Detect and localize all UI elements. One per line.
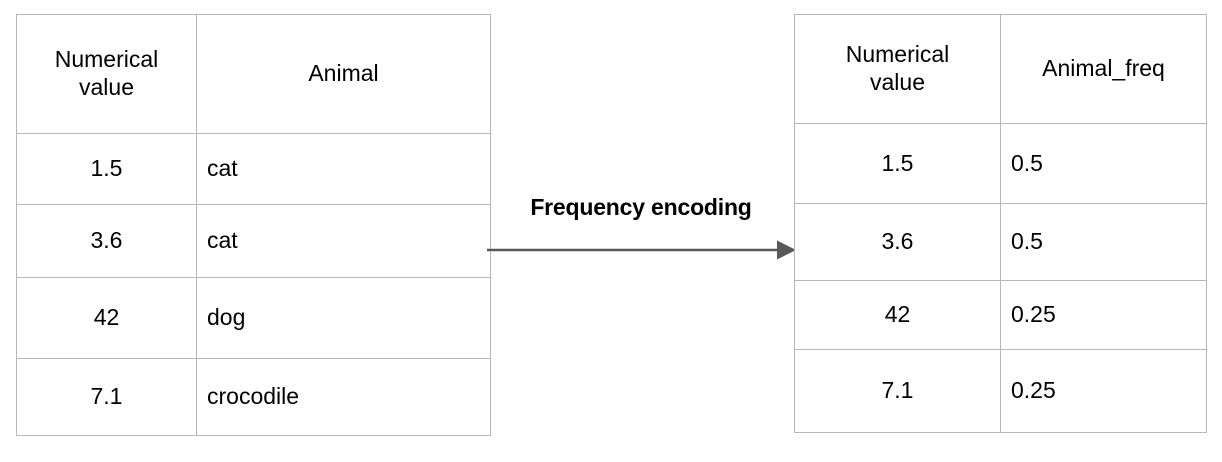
column-header-animal: Animal xyxy=(196,14,491,134)
column-header-animal-freq: Animal_freq xyxy=(1000,14,1207,124)
cell-animal-freq: 0.25 xyxy=(1000,349,1207,433)
cell-animal: dog xyxy=(196,277,491,359)
cell-numerical-value: 42 xyxy=(16,277,197,359)
encoded-table: Numerical value Animal_freq 1.5 0.5 3.6 … xyxy=(794,14,1207,433)
cell-animal: crocodile xyxy=(196,358,491,436)
cell-numerical-value: 3.6 xyxy=(16,204,197,278)
table-row: 1.5 0.5 xyxy=(794,123,1207,204)
cell-numerical-value: 3.6 xyxy=(794,203,1001,281)
cell-numerical-value: 7.1 xyxy=(794,349,1001,433)
column-header-numerical-value: Numerical value xyxy=(794,14,1001,124)
column-header-numerical-value: Numerical value xyxy=(16,14,197,134)
table-row: 3.6 cat xyxy=(16,204,491,278)
table-header-row: Numerical value Animal xyxy=(16,14,491,134)
right-arrow-icon xyxy=(487,240,796,260)
table-header-row: Numerical value Animal_freq xyxy=(794,14,1207,124)
cell-animal-freq: 0.5 xyxy=(1000,203,1207,281)
table-row: 3.6 0.5 xyxy=(794,203,1207,281)
cell-animal: cat xyxy=(196,133,491,205)
cell-numerical-value: 42 xyxy=(794,280,1001,350)
cell-animal: cat xyxy=(196,204,491,278)
cell-numerical-value: 7.1 xyxy=(16,358,197,436)
table-row: 42 0.25 xyxy=(794,280,1207,350)
table-row: 7.1 0.25 xyxy=(794,349,1207,433)
cell-animal-freq: 0.5 xyxy=(1000,123,1207,204)
cell-numerical-value: 1.5 xyxy=(794,123,1001,204)
cell-animal-freq: 0.25 xyxy=(1000,280,1207,350)
table-row: 7.1 crocodile xyxy=(16,358,491,436)
table-row: 1.5 cat xyxy=(16,133,491,205)
table-row: 42 dog xyxy=(16,277,491,359)
source-table: Numerical value Animal 1.5 cat 3.6 cat 4… xyxy=(16,14,491,436)
cell-numerical-value: 1.5 xyxy=(16,133,197,205)
transform-label: Frequency encoding xyxy=(530,194,752,220)
